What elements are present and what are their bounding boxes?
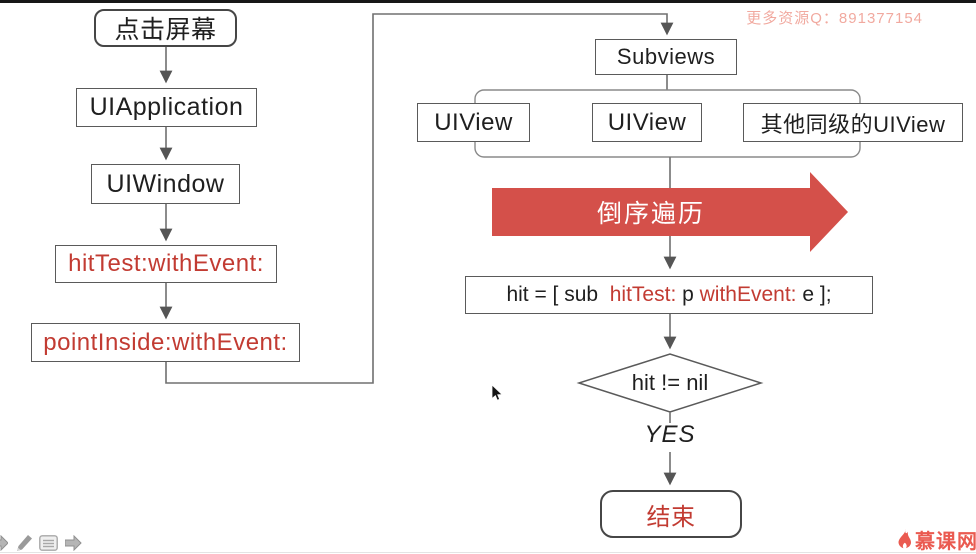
node-uiview-2: UIView [592,103,702,142]
node-pointinside: pointInside:withEvent: [31,323,300,362]
condition-label: hit != nil [631,370,709,395]
notes-icon[interactable] [39,535,58,551]
node-hittest: hitTest:withEvent: [55,245,277,283]
pencil-icon[interactable] [15,534,32,552]
hit-expression-prefix: hit = [ sub [506,283,610,306]
node-hit-expression: hit = [ sub hitTest: p withEvent: e ]; [465,276,873,314]
node-sibling-uiviews: 其他同级的UIView [743,103,963,142]
back-arrow-icon[interactable] [0,535,8,551]
video-frame-top-border [0,0,976,3]
condition-yes-label: YES [644,421,696,448]
traverse-arrow-label: 倒序遍历 [596,200,705,228]
flame-icon [898,528,912,549]
mouse-cursor [491,384,503,401]
hit-expression-hittest: hitTest: [609,283,677,306]
imooc-logo: 慕课网 [896,527,976,553]
qq-watermark: 更多资源Q：891377154 [746,10,923,27]
annotation-toolbar [0,534,82,552]
traverse-arrow-shape [492,172,848,252]
node-uiview-1: UIView [417,103,530,142]
imooc-logo-text: 慕课网 [915,530,976,553]
video-frame-bottom-border [0,552,976,553]
hit-expression-withevent: withEvent: [699,283,797,306]
hit-expression-suffix: e ]; [796,283,832,306]
forward-arrow-icon[interactable] [65,535,82,551]
condition-diamond-shape [576,353,764,413]
node-subviews: Subviews [595,39,737,75]
node-start: 点击屏幕 [94,9,237,47]
node-uiapplication: UIApplication [76,88,257,127]
node-end: 结束 [600,490,742,538]
node-uiwindow: UIWindow [91,164,240,204]
connector-pointinside-to-subviews [165,13,674,384]
hit-expression-param-p: p [676,283,700,306]
